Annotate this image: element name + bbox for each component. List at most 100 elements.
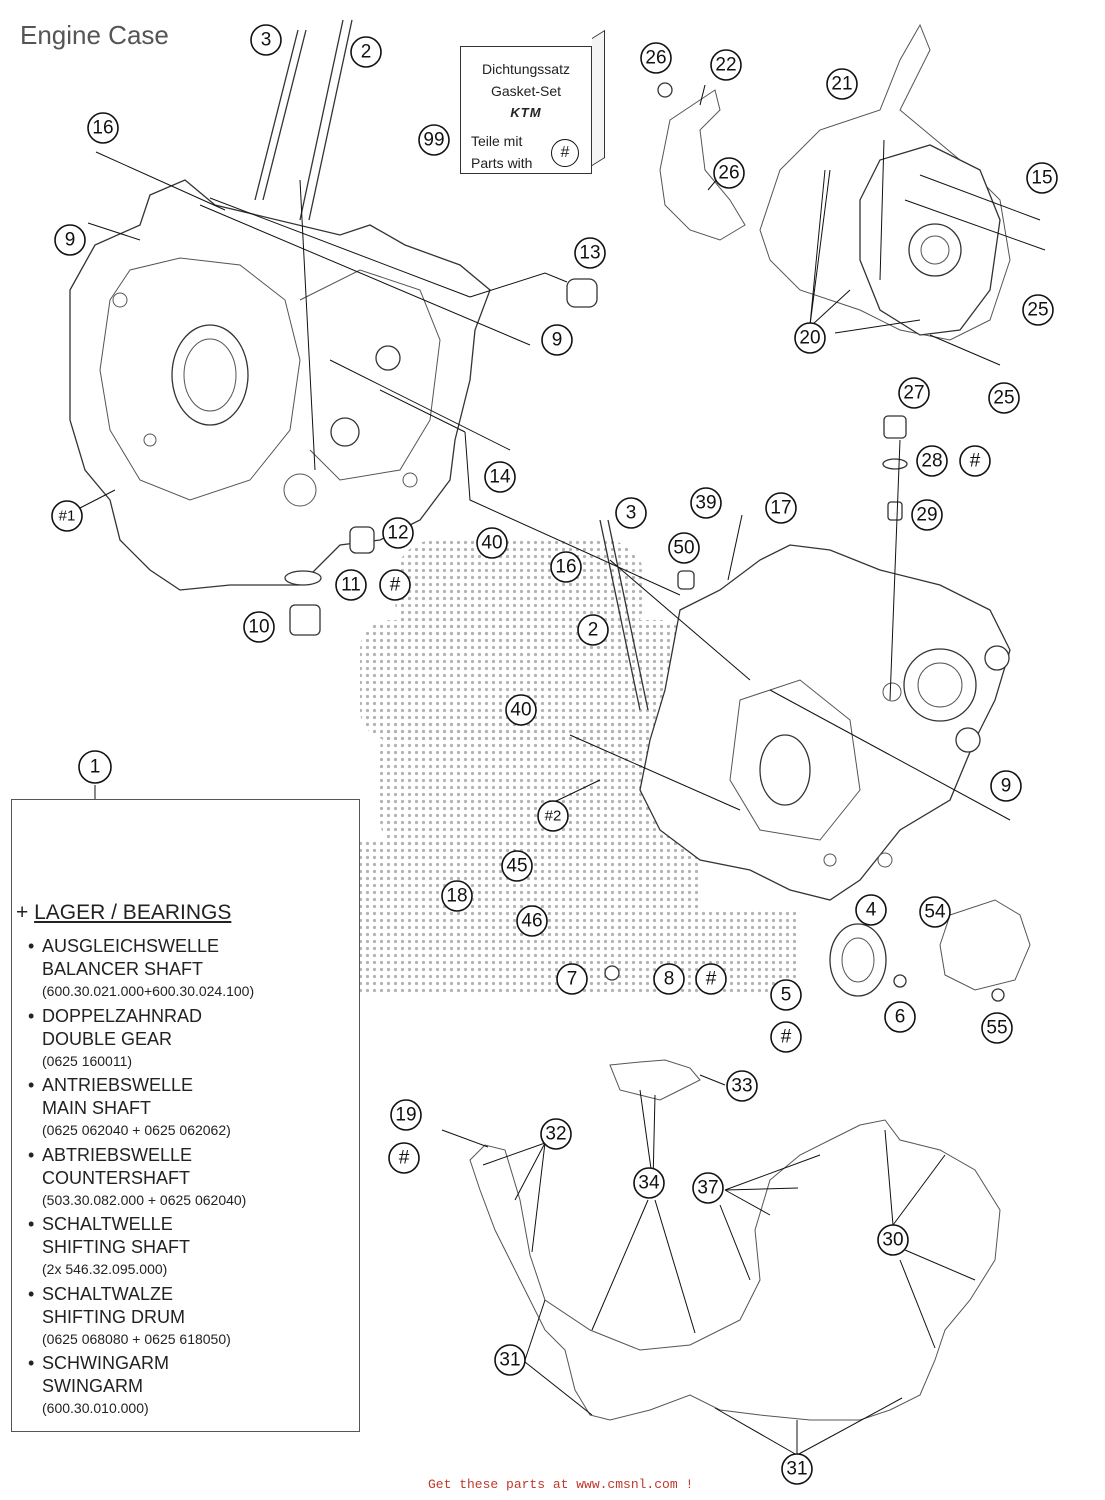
callout-label: 18 <box>446 886 467 907</box>
callout-label: 15 <box>1031 168 1052 189</box>
callout-c28h: # <box>959 445 991 477</box>
callout-c21: 21 <box>826 68 858 100</box>
gasket-set-title-de: Dichtungssatz <box>482 61 570 77</box>
callout-label: 6 <box>895 1007 906 1028</box>
callout-label: 12 <box>387 523 408 544</box>
bearing-part-number: (0625 062040 + 0625 062062) <box>42 1122 231 1138</box>
footer-link[interactable]: Get these parts at www.cmsnl.com ! <box>428 1477 694 1492</box>
callout-label: 26 <box>718 163 739 184</box>
callout-c22: 22 <box>710 49 742 81</box>
callout-c5h: # <box>770 1021 802 1053</box>
callout-c16b: 16 <box>550 551 582 583</box>
gasket-set-parts-en: Parts with <box>471 155 533 171</box>
callout-label: 17 <box>770 498 791 519</box>
bearing-part-number: (2x 546.32.095.000) <box>42 1261 168 1277</box>
left-crankcase <box>69 179 491 591</box>
callout-c31b: 31 <box>781 1453 813 1485</box>
gasket-22 <box>659 89 746 241</box>
bullet-icon: • <box>28 1283 35 1304</box>
bearing-part-number: (0625 068080 + 0625 618050) <box>42 1330 231 1347</box>
hash-symbol: # <box>551 139 579 167</box>
gasket-set-box: Dichtungssatz Gasket-Set KTM Teile mit P… <box>460 29 606 174</box>
callout-c2h: #2 <box>537 800 569 832</box>
callout-label: 19 <box>395 1105 416 1126</box>
callout-c55: 55 <box>981 1012 1013 1044</box>
callout-label: 39 <box>695 493 716 514</box>
callout-label: 26 <box>645 48 666 69</box>
callout-label: 34 <box>638 1173 660 1194</box>
callout-c31a: 31 <box>494 1344 526 1376</box>
page-title: Engine Case <box>20 20 169 50</box>
callout-label: 25 <box>993 388 1014 409</box>
callout-c28: 28 <box>916 445 948 477</box>
bearing-name-de: SCHALTWALZE <box>42 1283 174 1304</box>
callout-label: # <box>781 1027 792 1048</box>
bullet-icon: • <box>28 1353 35 1373</box>
callout-label: 55 <box>986 1018 1007 1039</box>
callout-label: 45 <box>506 856 527 877</box>
callout-c29: 29 <box>911 499 943 531</box>
callout-c3b: 3 <box>615 497 647 529</box>
callout-label: 99 <box>423 130 444 151</box>
callout-label: # <box>970 451 981 472</box>
callout-label: 13 <box>579 243 600 264</box>
callout-label: 14 <box>489 467 511 488</box>
bullet-icon: • <box>28 1075 35 1095</box>
callout-label: 10 <box>248 617 269 638</box>
callout-c25a: 25 <box>1022 294 1054 326</box>
callout-c32: 32 <box>540 1118 572 1150</box>
callout-label: 16 <box>555 557 576 578</box>
bearing-name-en: MAIN SHAFT <box>42 1098 152 1118</box>
bearing-name-de: AUSGLEICHSWELLE <box>42 936 220 956</box>
callout-c19h: # <box>388 1142 420 1174</box>
callout-label: 50 <box>673 538 694 559</box>
callout-c45: 45 <box>501 850 533 882</box>
bearing-part-number: (600.30.010.000) <box>42 1400 149 1416</box>
callout-c33: 33 <box>726 1070 758 1102</box>
bullet-icon: • <box>28 1144 35 1165</box>
callout-label: 9 <box>552 330 563 351</box>
bullet-icon: • <box>28 1005 35 1026</box>
callout-label: 28 <box>921 451 942 472</box>
callout-c25b: 25 <box>988 382 1020 414</box>
callout-c40a: 40 <box>476 527 508 559</box>
callout-label: 25 <box>1027 300 1048 321</box>
callout-label: 2 <box>588 620 599 641</box>
callout-label: 27 <box>903 383 924 404</box>
cover-4 <box>829 923 887 997</box>
callout-label: 22 <box>715 55 736 76</box>
crankcase-gasket <box>469 1119 1001 1421</box>
gasket-set-parts-de: Teile mit <box>471 133 523 149</box>
callout-label: 8 <box>664 969 675 990</box>
callout-c15: 15 <box>1026 162 1058 194</box>
callout-label: # <box>706 969 717 990</box>
callout-c2b: 2 <box>577 614 609 646</box>
callout-label: 9 <box>65 230 76 251</box>
callout-label: 33 <box>731 1076 752 1097</box>
bearing-name-en: SHIFTING DRUM <box>42 1306 185 1327</box>
plus-symbol: + <box>16 901 29 924</box>
bearing-name-en: COUNTERSHAFT <box>42 1167 190 1188</box>
callout-c12: 12 <box>382 517 414 549</box>
callout-c40b: 40 <box>505 694 537 726</box>
callout-c11: 11 <box>335 569 367 601</box>
bearing-part-number: (600.30.021.000+600.30.024.100) <box>42 983 255 999</box>
callout-label: 40 <box>481 533 502 554</box>
bearing-name-de: ANTRIEBSWELLE <box>42 1075 194 1095</box>
gasket-33 <box>609 1059 701 1101</box>
callout-label: 30 <box>882 1230 903 1251</box>
callout-c14: 14 <box>484 461 516 493</box>
callout-label: 20 <box>799 328 820 349</box>
clutch-cover <box>759 23 1011 341</box>
callout-c1: 1 <box>78 750 112 784</box>
callout-label: 32 <box>545 1124 566 1145</box>
callout-label: 3 <box>261 30 272 51</box>
bearing-name-en: SHIFTING SHAFT <box>42 1237 190 1257</box>
bearing-item: • ANTRIEBSWELLE MAIN SHAFT (0625 062040 + 0… <box>28 1074 231 1140</box>
